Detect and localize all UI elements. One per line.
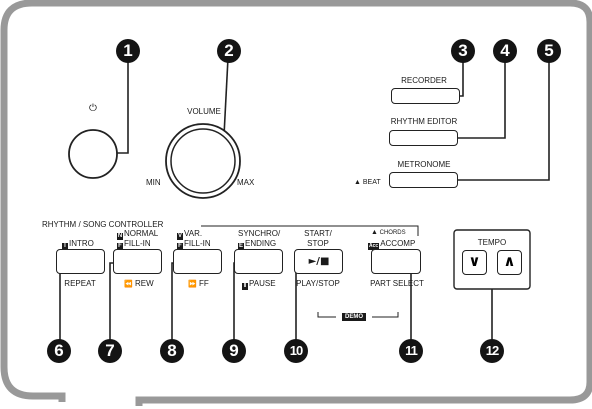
tempo-down-icon: ∨ [468,252,481,270]
fill-in-icon: F [117,243,123,250]
callout-7: 7 [98,339,122,363]
part-select-label: PART SELECT [370,279,424,288]
leader-line-6 [59,262,70,340]
intro-button[interactable] [56,249,105,274]
acc-icon: Acc [368,243,380,250]
metronome-button[interactable] [389,172,458,188]
rhythm-editor-button[interactable] [389,130,458,146]
beat-label-group: ▲ BEAT [354,178,381,187]
tempo-label: TEMPO [477,238,507,247]
start-stop-key-label: ►/■ [308,256,330,267]
synchro-label: SYNCHRO/ [238,229,281,238]
rhythm-editor-label: RHYTHM EDITOR [390,117,458,126]
controller-title-rule [201,225,419,236]
callout-2: 2 [217,39,241,63]
beat-icon: ▲ [354,179,361,186]
fast-forward-icon: ⏩ [188,281,197,288]
normal-fill-in-button[interactable] [113,249,162,274]
var-fill-in-button[interactable] [173,249,222,274]
leader-line-1 [117,52,129,154]
callout-4: 4 [493,39,517,63]
leader-line-8 [171,262,181,340]
recorder-label: RECORDER [401,76,447,85]
leader-line-10 [295,262,302,340]
synchro-ending-button[interactable] [234,249,283,274]
play-stop-label: PLAY/STOP [296,279,340,288]
tempo-down-button[interactable]: ∨ [462,250,487,275]
leader-line-5 [458,55,550,181]
pause-label: ‖PAUSE [242,279,276,290]
recorder-button[interactable] [391,88,460,104]
accomp-button[interactable] [371,249,421,274]
chords-label: ▲ CHORDS [371,229,406,236]
tempo-up-icon: ∧ [503,252,516,270]
callout-6: 6 [47,339,71,363]
volume-max-label: MAX [237,178,255,187]
stop-label: STOP [307,239,329,248]
tempo-up-button[interactable]: ∧ [497,250,522,275]
beat-label: BEAT [362,179,381,186]
leader-line-4 [456,55,506,139]
callout-12: 12 [480,339,504,363]
callout-3: 3 [451,39,475,63]
demo-bracket [317,312,399,318]
pause-icon: ‖ [242,283,248,290]
fill-in-icon: F [177,243,183,250]
volume-knob-inner [170,128,236,194]
power-button[interactable] [68,129,118,179]
power-icon: ⏻ [89,103,97,114]
intro-icon: I [62,243,68,250]
chords-icon: ▲ [371,229,378,236]
rewind-icon: ⏪ [124,281,133,288]
leader-line-9 [233,262,241,340]
ending-icon: E [238,243,244,250]
volume-min-label: MIN [146,178,161,187]
demo-label: DEMO [342,313,366,321]
volume-label: VOLUME [187,107,221,116]
normal-icon: N [117,233,123,240]
callout-9: 9 [222,339,246,363]
callout-11: 11 [399,339,423,363]
start-label: START/ [304,229,332,238]
callout-8: 8 [160,339,184,363]
rew-label: ⏪ REW [124,279,154,288]
callout-1: 1 [116,39,140,63]
callout-10: 10 [284,339,308,363]
var-icon: V [177,233,183,240]
ff-label: ⏩ FF [188,279,209,288]
start-stop-button[interactable] [294,249,343,274]
controller-title: RHYTHM / SONG CONTROLLER [42,220,164,229]
repeat-label: REPEAT [64,279,96,288]
leader-line-7 [109,262,120,340]
callout-5: 5 [537,39,561,63]
metronome-label: METRONOME [397,160,451,169]
